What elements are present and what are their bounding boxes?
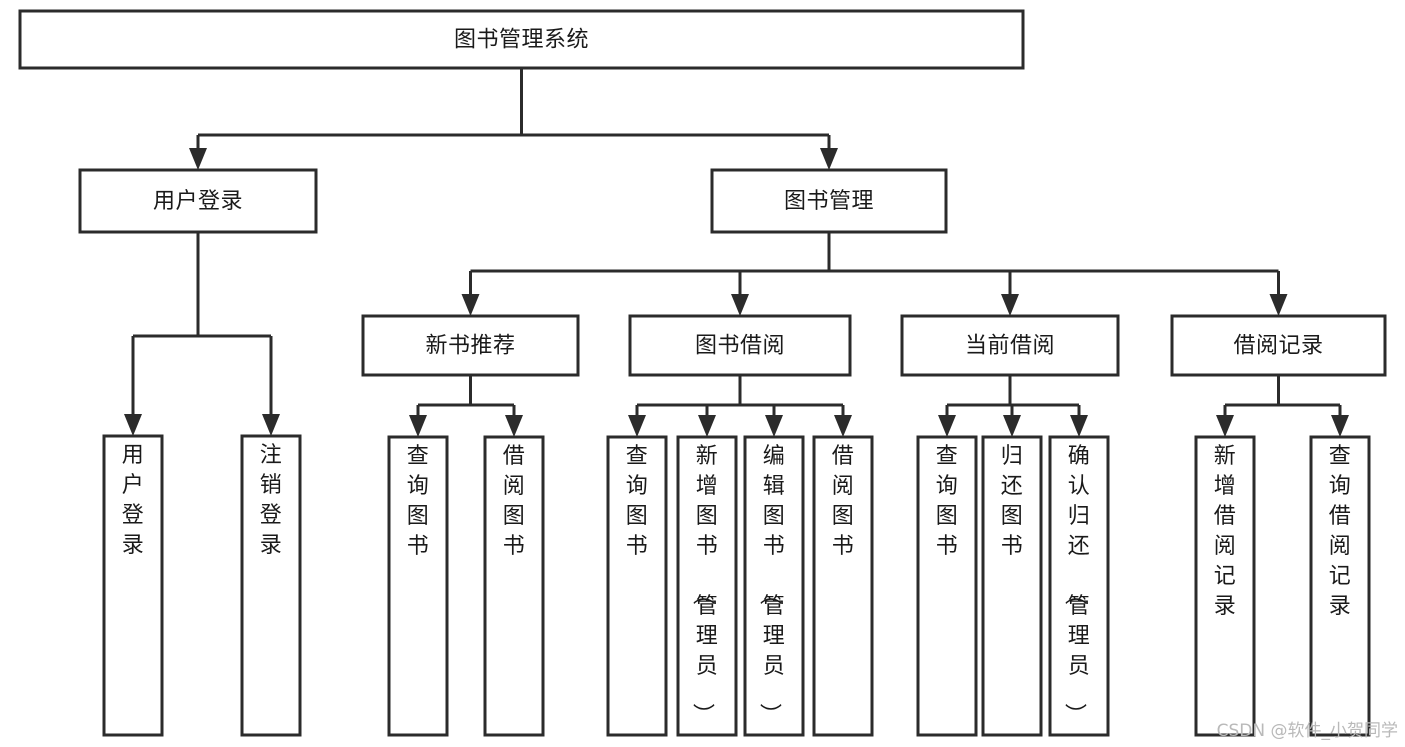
arrow-head-icon-book-management [820, 148, 838, 170]
node-cb-return-book[interactable]: 归还图书 [981, 435, 1043, 737]
node-box [1194, 435, 1256, 737]
node-box [743, 435, 805, 737]
node-label: 新增借阅记录 [1214, 444, 1237, 619]
node-label: 注销登录 [260, 443, 283, 558]
node-label: 查询借阅记录 [1329, 444, 1352, 619]
node-box [676, 435, 738, 737]
node-box [916, 435, 978, 737]
node-bb-edit-book[interactable]: 编辑图书（管理员） [743, 435, 805, 737]
node-user-login[interactable]: 用户登录 [78, 168, 318, 234]
node-br-add-record[interactable]: 新增借阅记录 [1194, 435, 1256, 737]
node-box [710, 168, 948, 234]
arrow-head-icon-cb-return-book [1003, 415, 1021, 437]
node-box [606, 435, 668, 737]
node-label: 图书管理系统 [454, 28, 589, 53]
node-box [1048, 435, 1110, 737]
node-label: 编辑图书（管理员） [757, 444, 786, 726]
node-new-book-recommend[interactable]: 新书推荐 [361, 314, 580, 377]
arrow-head-icon-nbr-borrow-book [505, 415, 523, 437]
node-label: 查询图书 [407, 444, 430, 559]
node-label: 当前借阅 [965, 334, 1055, 359]
node-user-login-do[interactable]: 用户登录 [102, 434, 164, 737]
arrow-head-icon-current-borrow [1001, 294, 1019, 316]
arrow-head-icon-user-logout [262, 414, 280, 436]
node-label: 新增图书（管理员） [690, 444, 719, 726]
arrow-head-icon-user-login [189, 148, 207, 170]
arrow-head-icon-bb-edit-book [765, 415, 783, 437]
arrow-head-icon-bb-borrow-book [834, 415, 852, 437]
node-box [981, 435, 1043, 737]
arrow-head-icon-cb-query-book [938, 415, 956, 437]
node-box [102, 434, 164, 737]
node-cb-query-book[interactable]: 查询图书 [916, 435, 978, 737]
arrow-head-icon-br-add-record [1216, 415, 1234, 437]
arrow-head-icon-br-query-record [1331, 415, 1349, 437]
arrow-head-icon-book-borrow [731, 294, 749, 316]
node-current-borrow[interactable]: 当前借阅 [900, 314, 1120, 377]
node-user-logout[interactable]: 注销登录 [240, 434, 302, 737]
node-nbr-borrow-book[interactable]: 借阅图书 [483, 435, 545, 737]
arrow-head-icon-new-book-recommend [461, 294, 480, 316]
arrow-head-icon-bb-query-book [628, 415, 646, 437]
node-bb-query-book[interactable]: 查询图书 [606, 435, 668, 737]
node-label: 查询图书 [626, 444, 649, 559]
arrow-head-icon-bb-add-book [698, 415, 716, 437]
node-box [1309, 435, 1371, 737]
node-borrow-records[interactable]: 借阅记录 [1170, 314, 1387, 377]
node-label: 借阅记录 [1233, 334, 1323, 359]
node-label: 用户登录 [122, 443, 145, 558]
node-label: 图书管理 [784, 189, 874, 214]
node-box [483, 435, 545, 737]
node-label: 用户登录 [153, 189, 243, 214]
node-box [387, 435, 449, 737]
node-label: 借阅图书 [503, 444, 526, 559]
node-box [18, 9, 1025, 70]
arrow-head-icon-nbr-query-book [409, 415, 427, 437]
node-label: 归还图书 [1001, 444, 1024, 559]
node-label: 确认归还（管理员） [1062, 444, 1091, 726]
node-box [361, 314, 580, 377]
node-br-query-record[interactable]: 查询借阅记录 [1309, 435, 1371, 737]
node-bb-borrow-book[interactable]: 借阅图书 [812, 435, 874, 737]
node-root[interactable]: 图书管理系统 [18, 9, 1025, 70]
arrow-head-icon-user-login-do [124, 414, 142, 436]
arrow-head-icon-cb-confirm-return [1070, 415, 1088, 437]
node-label: 借阅图书 [832, 444, 855, 559]
node-box [240, 434, 302, 737]
node-book-management[interactable]: 图书管理 [710, 168, 948, 234]
node-label: 图书借阅 [695, 334, 785, 359]
node-label: 查询图书 [936, 444, 959, 559]
node-cb-confirm-return[interactable]: 确认归还（管理员） [1048, 435, 1110, 737]
arrow-head-icon-borrow-records [1269, 294, 1288, 316]
node-label: 新书推荐 [425, 334, 515, 359]
node-box [812, 435, 874, 737]
node-nbr-query-book[interactable]: 查询图书 [387, 435, 449, 737]
node-book-borrow[interactable]: 图书借阅 [628, 314, 852, 377]
node-bb-add-book[interactable]: 新增图书（管理员） [676, 435, 738, 737]
